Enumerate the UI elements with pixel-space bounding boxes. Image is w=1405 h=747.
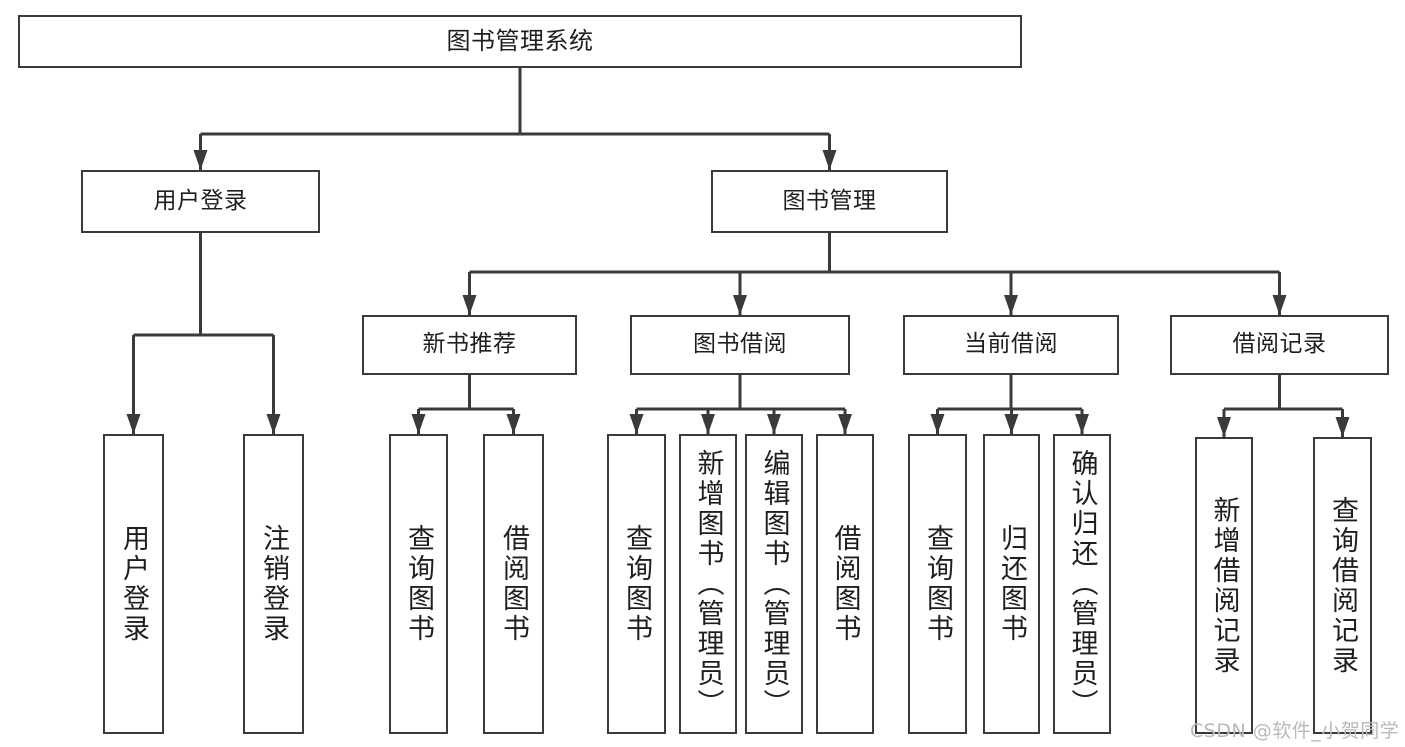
node-l3-b2[interactable]: 借阅图书 [483, 434, 544, 734]
node-l3-d1[interactable]: 查询图书 [908, 434, 967, 734]
node-l2-current[interactable]: 当前借阅 [903, 315, 1119, 375]
node-label: 查询借阅记录 [1327, 495, 1358, 676]
node-l3-c1[interactable]: 查询图书 [607, 434, 666, 734]
node-label: 查询图书 [922, 524, 953, 644]
node-label: 查询图书 [403, 524, 434, 644]
node-label: 查询图书 [621, 524, 652, 644]
node-l3-e1[interactable]: 新增借阅记录 [1195, 437, 1253, 734]
node-l3-a2[interactable]: 注销登录 [243, 434, 304, 734]
node-l1-login[interactable]: 用户登录 [81, 170, 320, 233]
node-label: 借阅图书 [829, 524, 861, 644]
node-label: 新书推荐 [422, 331, 517, 358]
node-l2-borrow[interactable]: 图书借阅 [630, 315, 850, 375]
node-l3-d2[interactable]: 归还图书 [983, 434, 1040, 734]
node-label: 图书借阅 [693, 331, 787, 358]
node-label: 新增图书（管理员） [692, 449, 724, 719]
node-label: 图书管理 [782, 187, 877, 214]
node-label: 借阅图书 [498, 524, 529, 644]
node-label: 借阅记录 [1232, 331, 1327, 358]
node-label: 图书管理系统 [446, 27, 594, 56]
node-label: 编辑图书（管理员） [758, 449, 790, 719]
node-l3-c4[interactable]: 借阅图书 [816, 434, 874, 734]
node-root[interactable]: 图书管理系统 [18, 15, 1022, 68]
node-label: 新增借阅记录 [1208, 495, 1240, 676]
node-l3-e2[interactable]: 查询借阅记录 [1313, 437, 1372, 734]
node-l3-c3[interactable]: 编辑图书（管理员） [745, 434, 803, 734]
node-l2-record[interactable]: 借阅记录 [1170, 315, 1389, 375]
node-label: 归还图书 [996, 524, 1027, 644]
watermark-text: CSDN @软件_小贺同学 [1190, 720, 1400, 742]
node-label: 确认归还（管理员） [1066, 449, 1098, 719]
node-l2-newbook[interactable]: 新书推荐 [362, 315, 577, 375]
node-label: 用户登录 [153, 187, 248, 214]
node-label: 当前借阅 [964, 331, 1058, 358]
node-l3-d3[interactable]: 确认归还（管理员） [1053, 434, 1111, 734]
node-l3-c2[interactable]: 新增图书（管理员） [679, 434, 737, 734]
node-l3-a1[interactable]: 用户登录 [103, 434, 164, 734]
node-l1-manage[interactable]: 图书管理 [711, 170, 948, 233]
node-l3-b1[interactable]: 查询图书 [389, 434, 448, 734]
node-label: 注销登录 [258, 524, 289, 644]
node-label: 用户登录 [118, 524, 149, 644]
